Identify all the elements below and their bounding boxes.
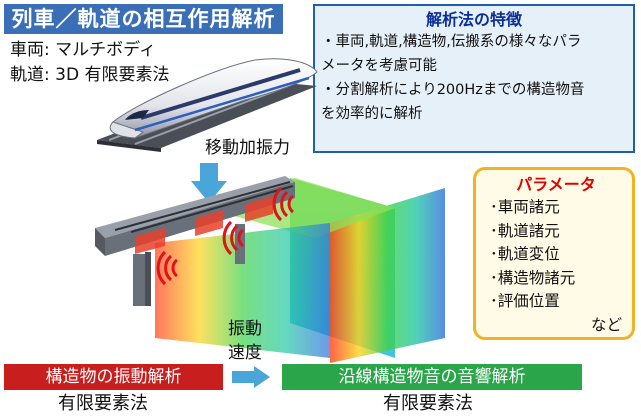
velocity-label: 速度 [228,343,262,363]
excitation-label: 移動加振力 [205,138,290,158]
features-title: 解析法の特徴 [425,10,522,29]
structure-method-label: 有限要素法 [58,393,148,414]
parameter-item: ･構造物諸元 [490,268,576,287]
features-box: 解析法の特徴 ・車両,軌道,構造物,伝搬系の様々なパラ メータを考慮可能 ・分割… [313,4,635,153]
track-model-label: 軌道: 3D 有限要素法 [10,65,170,85]
features-line: ・分割解析により200Hzまでの構造物音 [321,82,585,98]
down-arrow-icon [191,163,227,203]
vibration-label: 振動 [228,319,262,339]
parameters-box: パラメータ ･車両諸元 ･軌道諸元 ･軌道変位 ･構造物諸元 ･評価位置 など [473,167,635,340]
vehicle-model-label: 車両: マルチボディ [10,40,156,60]
features-line: を効率的に解析 [321,106,423,122]
right-arrow-icon [232,366,270,388]
parameters-title: パラメータ [516,175,596,194]
parameter-item: ･車両諸元 [490,198,560,216]
viaduct-sound-field-illustration [95,176,445,363]
parameter-item: ･軌道諸元 [490,221,560,240]
parameter-item: ･評価位置 [490,292,560,310]
title-banner: 列車／軌道の相互作用解析 [4,4,283,34]
features-line: メータを考慮可能 [321,58,437,74]
parameters-etc: など [590,315,622,334]
parameter-item: ･軌道変位 [490,245,560,263]
structure-analysis-banner: 構造物の振動解析 [4,364,223,390]
features-line: ・車両,軌道,構造物,伝搬系の様々なパラ [321,34,582,50]
train-illustration [97,58,318,152]
acoustic-analysis-banner: 沿線構造物音の音響解析 [282,364,582,390]
acoustic-method-label: 有限要素法 [383,393,473,414]
